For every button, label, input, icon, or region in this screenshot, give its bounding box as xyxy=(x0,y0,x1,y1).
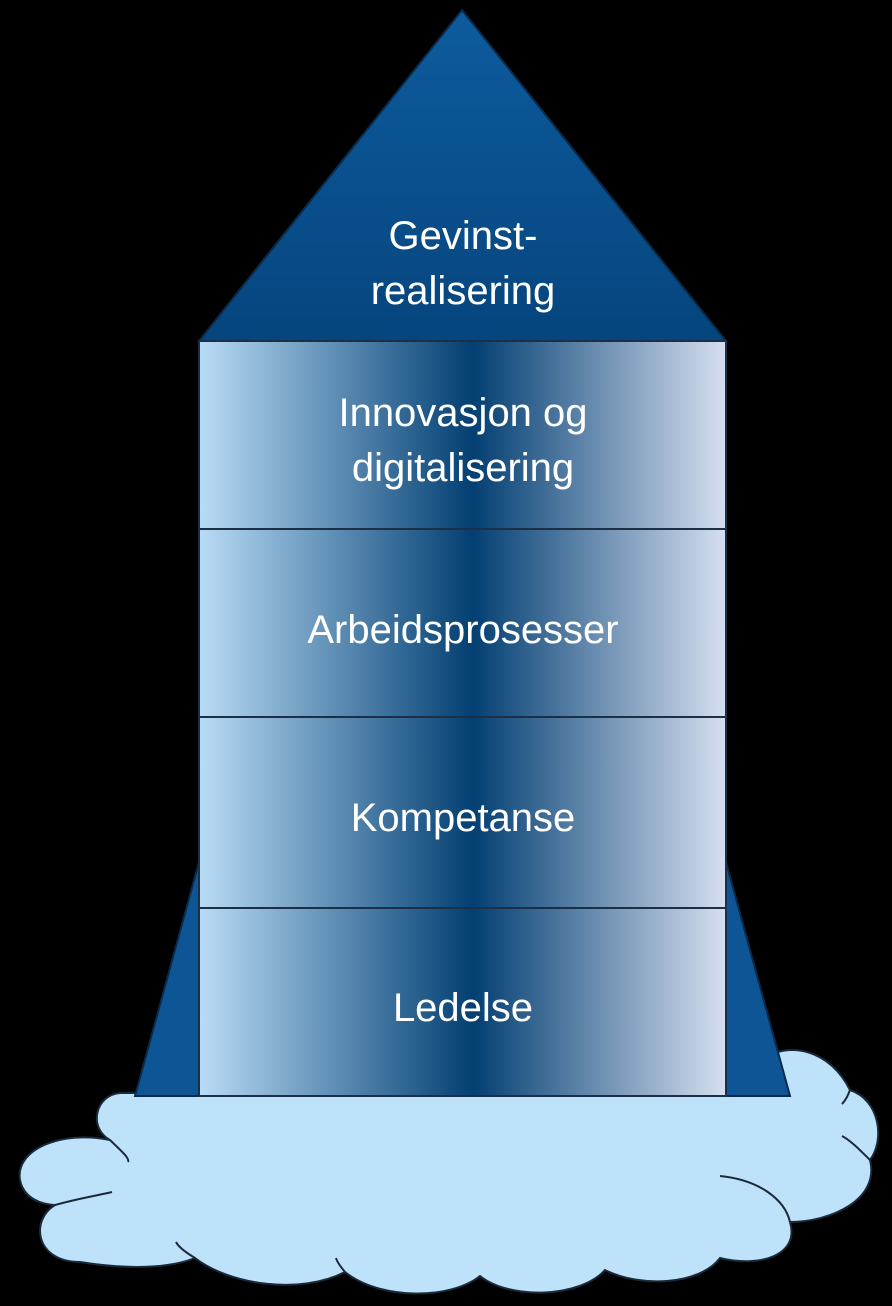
cloud-curl xyxy=(719,1175,791,1223)
cloud-curl xyxy=(109,1139,130,1163)
roof-label-line1: Gevinst- xyxy=(389,214,538,258)
roof-label-line2: realisering xyxy=(371,269,556,313)
left-fin xyxy=(133,861,200,1097)
level-block-innovasjon xyxy=(198,340,727,530)
level-label-ledelse: Ledelse xyxy=(393,986,533,1030)
level-label-arbeidsprosesser: Arbeidsprosesser xyxy=(307,608,618,652)
level-block-kompetanse xyxy=(198,716,727,909)
cloud-curl xyxy=(335,1257,346,1273)
right-fin xyxy=(725,861,792,1097)
level-label-innovasjon-line1: Innovasjon og xyxy=(338,391,587,435)
level-block-ledelse xyxy=(198,907,727,1097)
level-label-kompetanse: Kompetanse xyxy=(351,796,576,840)
level-label-innovasjon-line2: digitalisering xyxy=(352,446,574,490)
cloud-curl xyxy=(841,1135,871,1161)
cloud-curl xyxy=(54,1191,113,1206)
level-block-arbeidsprosesser xyxy=(198,528,727,718)
cloud-curl xyxy=(175,1241,196,1259)
cloud-curl xyxy=(841,1089,851,1105)
cloud-base xyxy=(18,1049,880,1295)
